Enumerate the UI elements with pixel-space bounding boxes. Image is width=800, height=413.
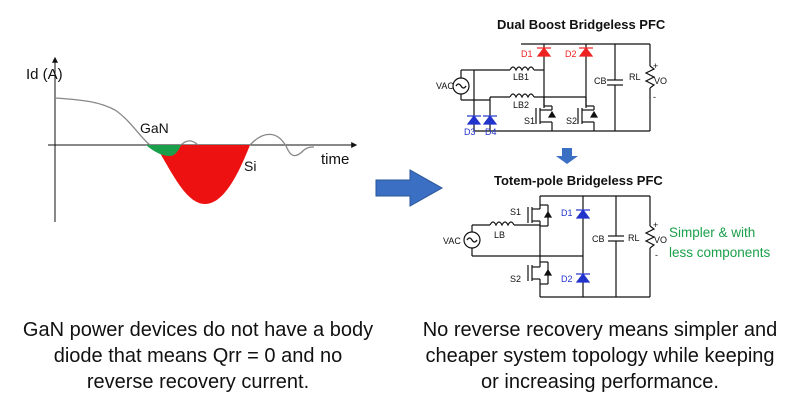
- label-lb1: LB1: [513, 72, 529, 82]
- label-s1-top: S1: [524, 116, 535, 126]
- gan-ripple: [180, 140, 199, 146]
- caption-right: No reverse recovery means simpler and ch…: [408, 317, 792, 395]
- mosfet-s2-bottom-icon: [527, 261, 553, 285]
- x-axis-label: time: [321, 151, 349, 168]
- diode-d1-bottom-icon: [575, 209, 591, 219]
- circuit-top: Dual Boost Bridgeless PFC: [452, 17, 666, 132]
- diode-d2-icon: [578, 47, 594, 57]
- caption-left-line-2: diode that means Qrr = 0 and no: [53, 345, 343, 367]
- waveform-panel: Id (A) time GaN Si: [26, 56, 358, 222]
- label-vac-top: VAC: [436, 81, 454, 91]
- ac-source-top-icon: [452, 77, 470, 95]
- label-d1-bottom: D1: [561, 208, 573, 218]
- label-s2-bottom: S2: [510, 274, 521, 284]
- label-cb-bottom: CB: [592, 234, 605, 244]
- caption-right-line-3: or increasing performance.: [481, 371, 719, 393]
- circuit-bottom: Totem-pole Bridgeless PFC: [463, 173, 663, 298]
- label-s2-top: S2: [566, 116, 577, 126]
- current-curve: [54, 97, 151, 146]
- label-minus-top: -: [653, 92, 656, 102]
- resistor-rl-bottom-icon: [644, 225, 656, 249]
- label-lb: LB: [494, 230, 505, 240]
- label-d1: D1: [521, 49, 533, 59]
- label-vac-bottom: VAC: [443, 236, 461, 246]
- label-rl-top: RL: [629, 72, 641, 82]
- label-d3: D3: [464, 127, 476, 137]
- caption-right-line-2: cheaper system topology while keeping: [425, 345, 775, 367]
- label-rl-bottom: RL: [628, 233, 640, 243]
- note-line-2: less components: [669, 245, 771, 260]
- caption-left-line-3: reverse recovery current.: [86, 371, 310, 393]
- label-d2-bottom: D2: [561, 274, 573, 284]
- circuit-bottom-title: Totem-pole Bridgeless PFC: [494, 173, 663, 188]
- label-plus-bottom: +: [653, 220, 658, 230]
- resistor-rl-icon: [644, 65, 656, 89]
- label-s1-bottom: S1: [510, 207, 521, 217]
- label-d4: D4: [485, 127, 497, 137]
- right-arrow-icon: [375, 169, 444, 207]
- mosfet-s1-icon: [535, 97, 557, 131]
- si-recovery-area: [155, 145, 250, 204]
- mosfet-s2-icon: [577, 97, 599, 131]
- label-d2: D2: [565, 49, 577, 59]
- y-axis-label: Id (A): [26, 66, 63, 83]
- label-minus-bottom: -: [655, 250, 658, 260]
- caption-right-line-1: No reverse recovery means simpler and: [422, 319, 778, 341]
- note-line-1: Simpler & with: [669, 225, 755, 240]
- si-ringing: [249, 133, 315, 157]
- gan-recovery-area: [146, 145, 181, 156]
- gan-label: GaN: [140, 120, 169, 136]
- label-vo-top: VO: [654, 76, 667, 86]
- down-arrow-icon: [556, 148, 578, 164]
- diode-d4-icon: [482, 115, 498, 125]
- label-cb-top: CB: [594, 76, 607, 86]
- circuit-top-title: Dual Boost Bridgeless PFC: [497, 17, 666, 32]
- si-label: Si: [244, 158, 256, 174]
- label-lb2: LB2: [513, 100, 529, 110]
- label-plus-top: +: [653, 61, 658, 71]
- label-vo-bottom: VO: [654, 235, 667, 245]
- diode-d2-bottom-icon: [575, 273, 591, 283]
- circuit-top-labels: D1 D2 LB1 LB2 VAC D3 D4 S1 S2 CB RL VO +…: [436, 49, 667, 137]
- diode-d1-icon: [536, 47, 552, 57]
- diode-d3-icon: [466, 115, 482, 125]
- mosfet-s1-bottom-icon: [527, 204, 553, 227]
- caption-left: GaN power devices do not have a body dio…: [12, 317, 384, 395]
- circuit-bottom-labels: S1 S2 D1 D2 LB VAC CB RL VO + -: [443, 207, 667, 284]
- caption-left-line-1: GaN power devices do not have a body: [22, 319, 374, 341]
